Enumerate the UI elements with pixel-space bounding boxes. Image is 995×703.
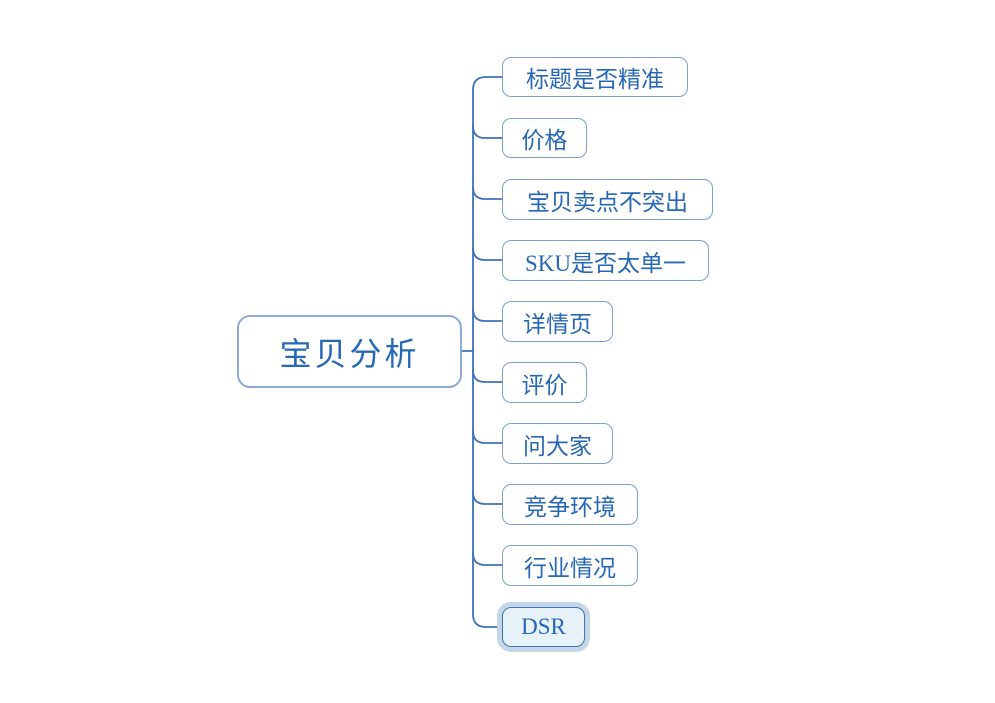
branch-line [472, 247, 503, 261]
branch-line [472, 125, 503, 139]
topic-label: SKU是否太单一 [524, 250, 686, 276]
topic-label: 宝贝卖点不突出 [527, 189, 688, 215]
branch-line [472, 186, 503, 200]
topic-node-competition[interactable]: 竞争环境 [502, 484, 638, 525]
branch-line [472, 308, 503, 322]
topic-node-sku[interactable]: SKU是否太单一 [502, 240, 709, 281]
branch-line [472, 430, 503, 444]
root-node[interactable]: 宝贝分析 [237, 315, 462, 388]
topic-label: 评价 [521, 372, 568, 398]
topic-label: 标题是否精准 [526, 67, 664, 92]
topic-label: DSR [521, 614, 566, 639]
topic-node-dsr[interactable]: DSR [502, 607, 585, 647]
topic-label: 行业情况 [524, 555, 616, 581]
topic-node-selling-points[interactable]: 宝贝卖点不突出 [502, 179, 713, 220]
root-node-label: 宝贝分析 [279, 335, 420, 372]
branch-line [472, 552, 503, 566]
topic-node-title-precision[interactable]: 标题是否精准 [502, 57, 688, 97]
topic-label: 问大家 [523, 433, 592, 459]
topic-node-ask-everyone[interactable]: 问大家 [502, 423, 613, 464]
topic-label: 价格 [521, 128, 568, 153]
topic-node-price[interactable]: 价格 [502, 118, 587, 158]
topic-node-industry[interactable]: 行业情况 [502, 545, 638, 586]
branch-line [472, 491, 503, 505]
topic-label: 详情页 [523, 311, 592, 337]
topic-node-detail-page[interactable]: 详情页 [502, 301, 613, 342]
branch-line [472, 369, 503, 383]
trunk-line [472, 76, 503, 628]
topic-node-reviews[interactable]: 评价 [502, 362, 587, 403]
topic-label: 竞争环境 [524, 494, 616, 520]
